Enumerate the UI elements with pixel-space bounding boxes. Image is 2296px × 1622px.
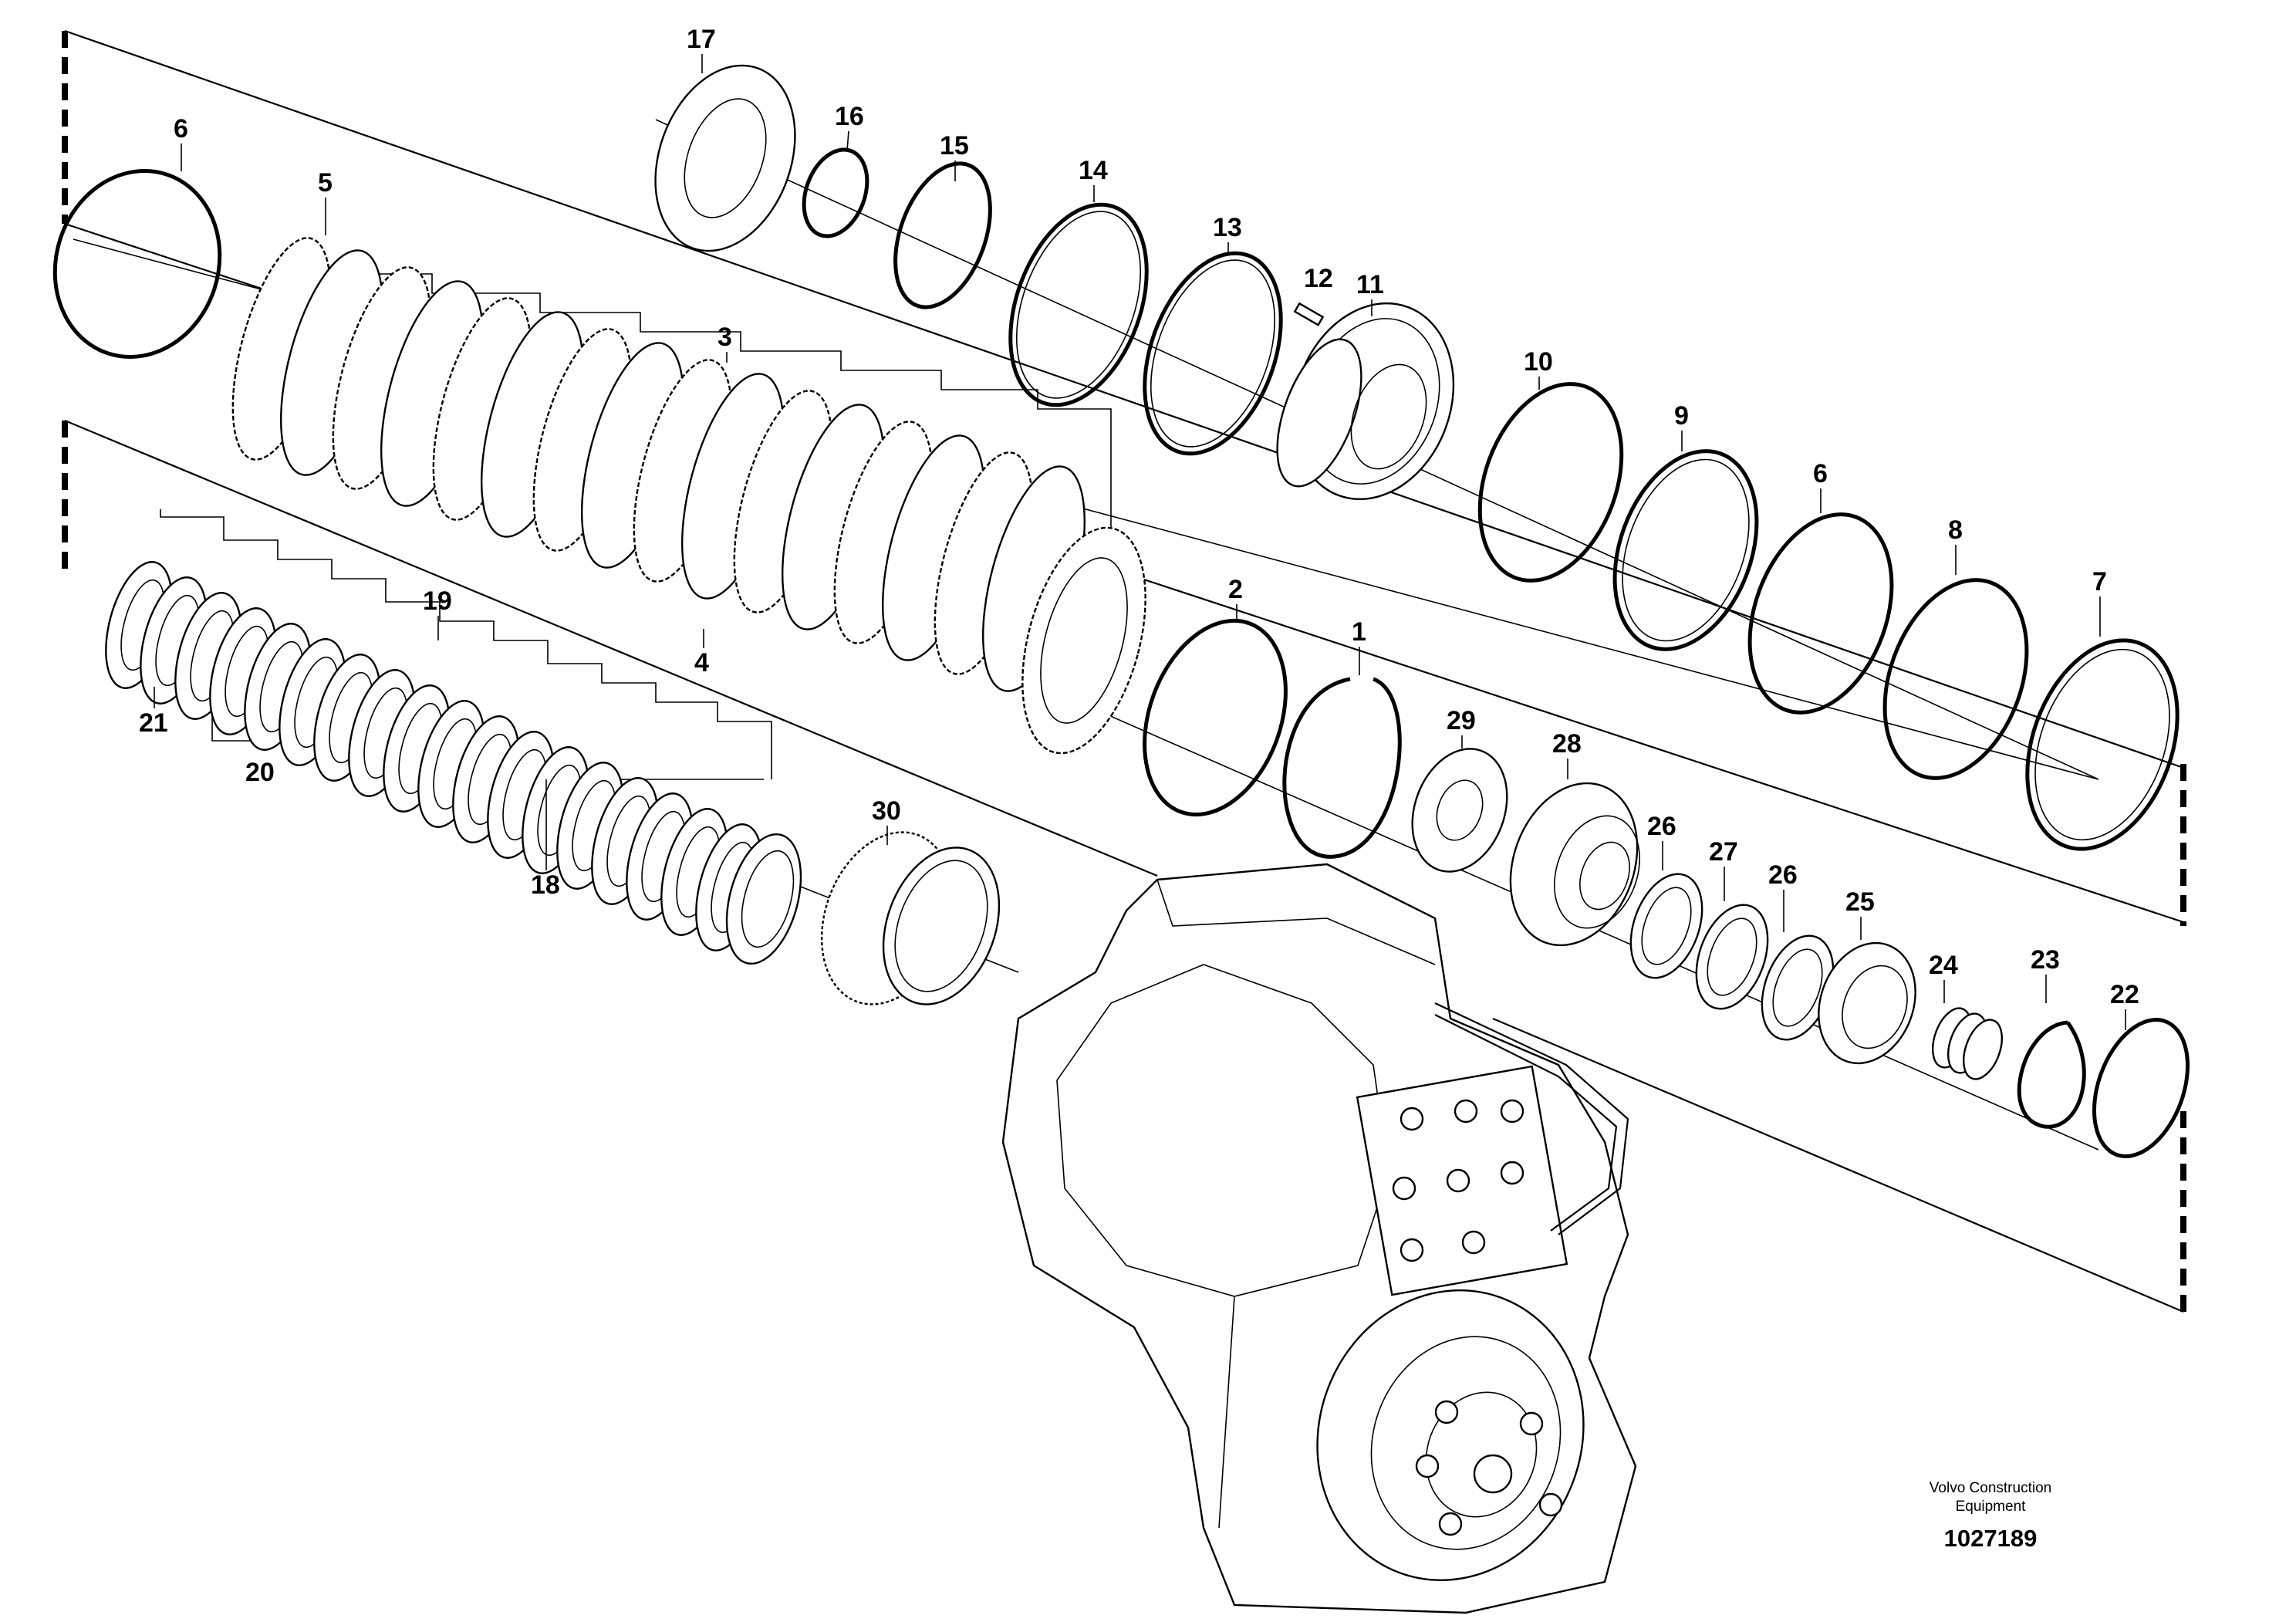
part-11-piston bbox=[1276, 302, 1455, 501]
document-number: 1027189 bbox=[1944, 1525, 2038, 1552]
part-6b-ring bbox=[1747, 512, 1894, 715]
part-24-spring bbox=[1932, 1007, 2003, 1080]
brand-line-2: Equipment bbox=[1956, 1499, 2027, 1515]
label-part-22: 22 bbox=[2110, 980, 2139, 1009]
part-2-ring bbox=[1143, 618, 1288, 817]
label-part-2: 2 bbox=[1228, 575, 1243, 604]
label-part-12: 12 bbox=[1304, 264, 1333, 293]
part-22-ring bbox=[2092, 1018, 2190, 1158]
label-part-10: 10 bbox=[1524, 347, 1553, 377]
label-part-23: 23 bbox=[2031, 945, 2060, 975]
part-13-ring bbox=[1143, 251, 1283, 456]
label-part-3: 3 bbox=[718, 323, 732, 352]
part-28-hub bbox=[1509, 782, 1640, 947]
label-part-11: 11 bbox=[1356, 270, 1384, 299]
label-part-18: 18 bbox=[531, 870, 560, 900]
label-part-29: 29 bbox=[1447, 706, 1476, 735]
reference-bars bbox=[62, 31, 2186, 1312]
transmission-housing bbox=[1001, 863, 1637, 1614]
part-15-ring bbox=[893, 161, 992, 309]
upper-row-parts bbox=[52, 64, 2180, 859]
part-12-pin bbox=[1293, 302, 1325, 326]
label-part-19: 19 bbox=[423, 586, 452, 616]
label-part-1: 1 bbox=[1352, 617, 1366, 647]
label-part-16: 16 bbox=[835, 102, 864, 131]
label-part-24: 24 bbox=[1929, 951, 1958, 980]
label-part-17: 17 bbox=[687, 25, 716, 54]
part-10-ring bbox=[1477, 382, 1624, 583]
part-labels: 17 16 15 14 13 12 11 10 9 6 8 7 6 5 3 4 … bbox=[139, 25, 2139, 1030]
disk-stack-repeat bbox=[105, 561, 802, 965]
part-23-snap-ring bbox=[2017, 1020, 2086, 1129]
label-part-26a: 26 bbox=[1647, 812, 1676, 841]
label-part-9: 9 bbox=[1674, 401, 1689, 431]
label-part-27: 27 bbox=[1709, 837, 1738, 867]
lower-right-parts bbox=[1411, 748, 2190, 1158]
label-part-5: 5 bbox=[318, 168, 333, 198]
label-part-6a: 6 bbox=[174, 114, 188, 144]
label-part-15: 15 bbox=[940, 131, 969, 161]
brand-line-1: Volvo Construction bbox=[1930, 1480, 2051, 1496]
control-valve-block bbox=[1356, 1065, 1568, 1296]
label-part-25: 25 bbox=[1845, 887, 1875, 917]
footer-brand-block: Volvo Construction Equipment 1027189 bbox=[1930, 1480, 2051, 1552]
output-flange bbox=[1316, 1289, 1585, 1581]
part-1-snap-ring bbox=[1282, 677, 1402, 859]
lower-disk-stack bbox=[105, 561, 802, 965]
label-part-8: 8 bbox=[1948, 515, 1963, 545]
label-part-14: 14 bbox=[1079, 156, 1108, 185]
part-30-ring-gear bbox=[820, 831, 1001, 1005]
label-part-4: 4 bbox=[694, 648, 709, 678]
label-part-21: 21 bbox=[139, 708, 168, 738]
label-part-30: 30 bbox=[872, 796, 901, 826]
part-26a-washer bbox=[1629, 873, 1703, 979]
part-27-washer bbox=[1695, 904, 1769, 1010]
hydraulic-pipes bbox=[1434, 1002, 1629, 1235]
part-8-ring bbox=[1882, 578, 2029, 780]
part-25-bearing bbox=[1818, 941, 1916, 1065]
label-part-20: 20 bbox=[245, 758, 275, 787]
clutch-pack-plates bbox=[231, 237, 1146, 755]
label-part-13: 13 bbox=[1213, 213, 1242, 242]
part-14-ring bbox=[1008, 202, 1149, 407]
label-part-26b: 26 bbox=[1768, 860, 1798, 890]
label-part-6b: 6 bbox=[1813, 459, 1828, 488]
part-29-washer bbox=[1411, 748, 1508, 873]
part-7-ring bbox=[2025, 638, 2180, 851]
part-6-o-ring bbox=[52, 169, 222, 359]
label-part-28: 28 bbox=[1552, 729, 1582, 759]
part-16-ring bbox=[802, 147, 869, 238]
part-9-ring bbox=[1612, 449, 1759, 651]
label-part-7: 7 bbox=[2092, 567, 2107, 596]
